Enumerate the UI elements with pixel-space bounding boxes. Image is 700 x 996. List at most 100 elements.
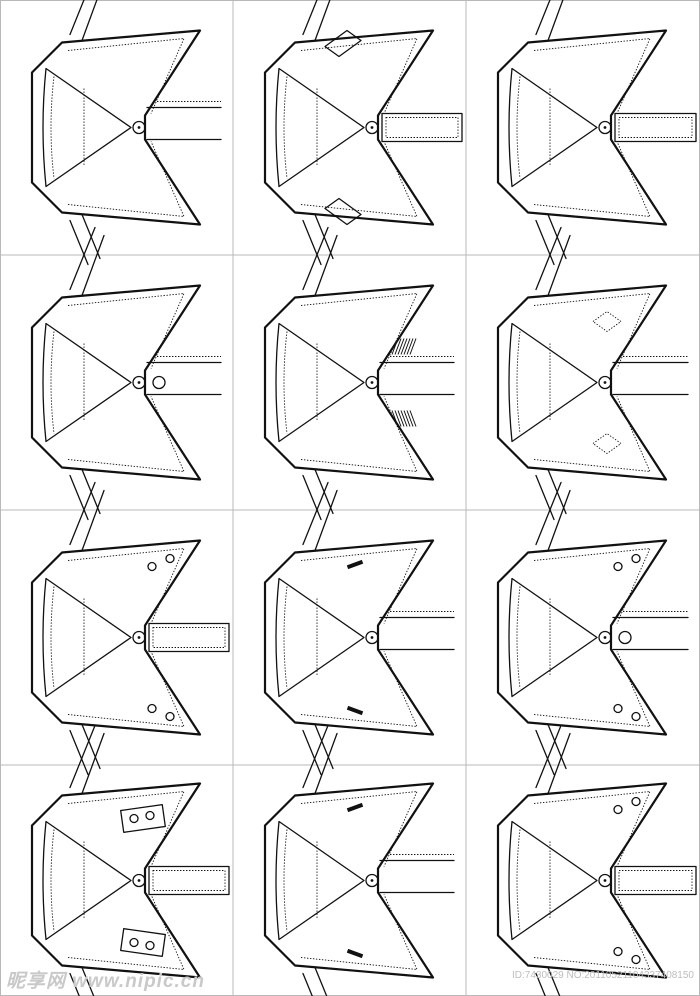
rib-line [409,410,417,427]
neck-strand-line [69,481,96,546]
collar-outline [496,29,668,226]
collar-topstitch-lower [300,141,418,218]
tab-button [129,813,139,824]
collar-drawing-9 [496,481,689,776]
collar-drawing-2 [263,0,463,266]
collar-topstitch-lower [67,651,185,728]
collar-drawing-1 [30,0,222,266]
collar-outline [30,782,202,979]
collar-topstitch-lower [67,894,185,971]
neck-strand-line [302,219,322,266]
neck-strand-line [547,234,571,297]
neck-strand-line [69,724,96,789]
collar-outline [263,782,435,979]
collar-topstitch-lower [67,141,185,218]
rib-line [391,338,399,355]
neckline-inner [42,67,132,188]
collar-point-button [165,711,175,722]
neckline-topstitch [516,586,521,689]
neckline-topstitch [516,331,521,434]
watermark-brand: 昵享网 www.nipic.cn [6,971,205,992]
collar-point-button [165,553,175,564]
neckline-topstitch [50,331,55,434]
neck-strand-line [81,966,95,996]
second-button [152,375,166,390]
button-hole [603,636,607,639]
bar-tack [346,705,364,716]
collar-outline [263,284,435,481]
placket-stitch [618,117,693,138]
neck-strand-line [81,723,101,770]
center-button [598,630,612,645]
collar-topstitch-lower [533,894,651,971]
neck-strand-line [314,489,338,552]
collar-topstitch-upper [67,292,185,369]
neck-strand-line [314,234,338,297]
neckline-topstitch [516,829,521,932]
neck-strand-line [535,0,551,36]
collar-topstitch-lower [533,141,651,218]
neckline-inner [275,820,365,941]
collar-outline [263,539,435,736]
button-hole [603,381,607,384]
collar-outline [30,539,202,736]
tab-button [145,810,155,821]
collar-topstitch-lower [533,651,651,728]
rib-line [406,410,414,427]
collar-topstitch-upper [533,547,651,624]
neckline-topstitch [50,76,55,179]
collar-point-button [613,561,623,572]
collar-outline [263,29,435,226]
collar-topstitch-lower [300,894,418,971]
collar-topstitch-lower [533,396,651,473]
neck-strand-line [535,219,555,266]
collar-outline [496,539,668,736]
neckline-topstitch [283,586,288,689]
neck-strand-line [302,0,318,36]
neckline-inner [42,577,132,698]
neck-strand-line [302,481,329,546]
neckline-inner [508,820,598,941]
collar-topstitch-upper [67,547,185,624]
button-hole [370,636,374,639]
collar-drawing-8 [263,481,455,776]
placket-stitch [152,870,226,891]
placket-band [381,112,463,143]
tab-button [129,937,139,948]
button-hole [137,126,141,129]
center-button [365,120,379,135]
neck-strand-line [81,732,105,795]
strap-panel [324,197,362,226]
button-hole [370,126,374,129]
second-button [618,630,632,645]
center-button [365,375,379,390]
neck-strand-line [69,729,89,776]
neck-strand-line [302,729,322,776]
center-button [132,120,146,135]
collar-topstitch-upper [533,292,651,369]
collar-topstitch-upper [300,547,418,624]
collar-topstitch-lower [300,396,418,473]
rib-line [400,338,408,355]
center-button [598,120,612,135]
rib-line [403,410,411,427]
center-button [598,873,612,888]
rib-line [397,338,405,355]
neck-strand-line [314,966,328,996]
neck-strand-line [535,481,562,546]
collar-point-button [631,711,641,722]
collar-topstitch-lower [67,396,185,473]
neck-strand-line [547,732,571,795]
button-tab [120,928,166,957]
collar-topstitch-upper [533,37,651,114]
neck-strand-line [547,489,571,552]
neckline-inner [275,577,365,698]
button-hole [137,636,141,639]
button-hole [137,381,141,384]
rib-line [394,410,402,427]
neck-strand-line [69,0,85,36]
collar-point-button [631,954,641,965]
collar-outline [30,284,202,481]
